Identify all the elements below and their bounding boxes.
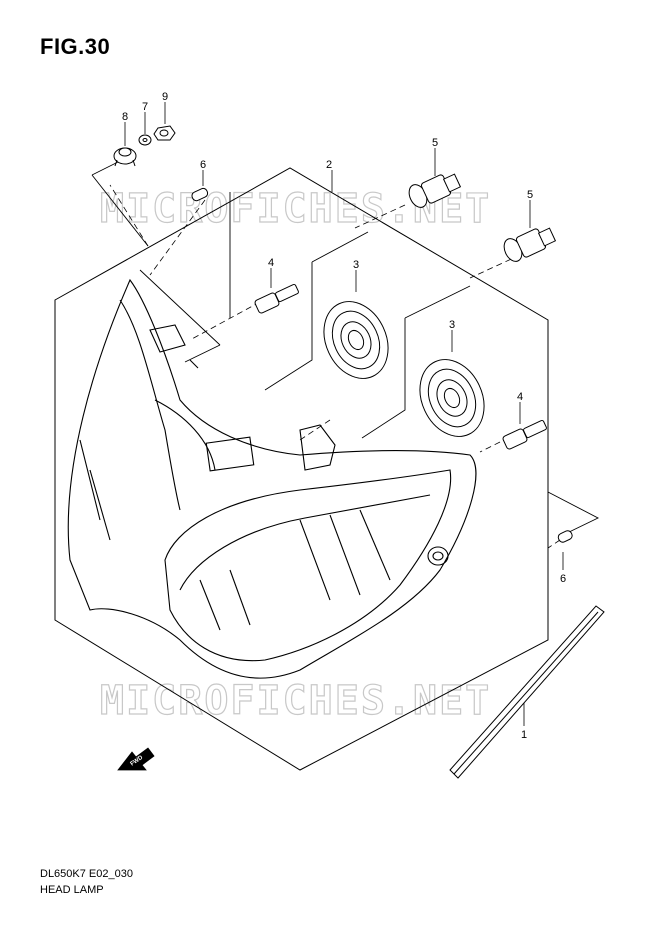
bulb-socket-left: [254, 283, 299, 314]
callout-5-lower: 5: [527, 189, 533, 201]
bulb-cover-right: [419, 359, 485, 437]
callout-2: 2: [326, 159, 332, 171]
position-bulb-right: [557, 530, 573, 543]
figure-title: FIG.30: [40, 34, 111, 59]
washer-part-7: [138, 134, 152, 146]
assembly-frame: [54, 167, 549, 771]
callout-7: 7: [142, 101, 148, 113]
bulb-socket-right: [502, 419, 547, 450]
diagram-code: DL650K7 E02_030: [40, 868, 133, 880]
watermark-bottom: MICROFICHES.NET: [100, 678, 491, 724]
leader-lines: [109, 184, 561, 549]
position-bulb-frame-right: [547, 491, 600, 535]
diagram-footer: DL650K7 E02_030 HEAD LAMP: [40, 866, 133, 898]
callout-3-right: 3: [449, 319, 455, 331]
grommet-frame: [91, 159, 231, 363]
nut-part-9: [153, 125, 176, 141]
callout-1: 1: [521, 729, 527, 741]
headlight-bulb-upper: [408, 173, 462, 208]
socket-frame-left: [264, 231, 369, 391]
callout-4-right: 4: [517, 391, 523, 403]
callout-3-left: 3: [353, 259, 359, 271]
fwd-arrow-icon: FWD: [117, 747, 155, 771]
callout-6-right: 6: [560, 573, 566, 585]
trim-strip-part-1: [449, 605, 605, 779]
position-bulb-left: [191, 187, 209, 202]
callout-9: 9: [162, 91, 168, 103]
socket-frame-right: [361, 285, 471, 439]
callout-6-left: 6: [200, 159, 206, 171]
headlight-bulb-lower: [503, 227, 557, 262]
callout-8: 8: [122, 111, 128, 123]
diagram-name: HEAD LAMP: [40, 884, 104, 896]
headlamp-housing: [67, 278, 477, 679]
callout-leaders: [124, 102, 564, 726]
callout-5-upper: 5: [432, 137, 438, 149]
callout-4-left: 4: [268, 257, 274, 269]
grommet-part-8: [113, 147, 137, 167]
bulb-cover-left: [323, 301, 389, 379]
